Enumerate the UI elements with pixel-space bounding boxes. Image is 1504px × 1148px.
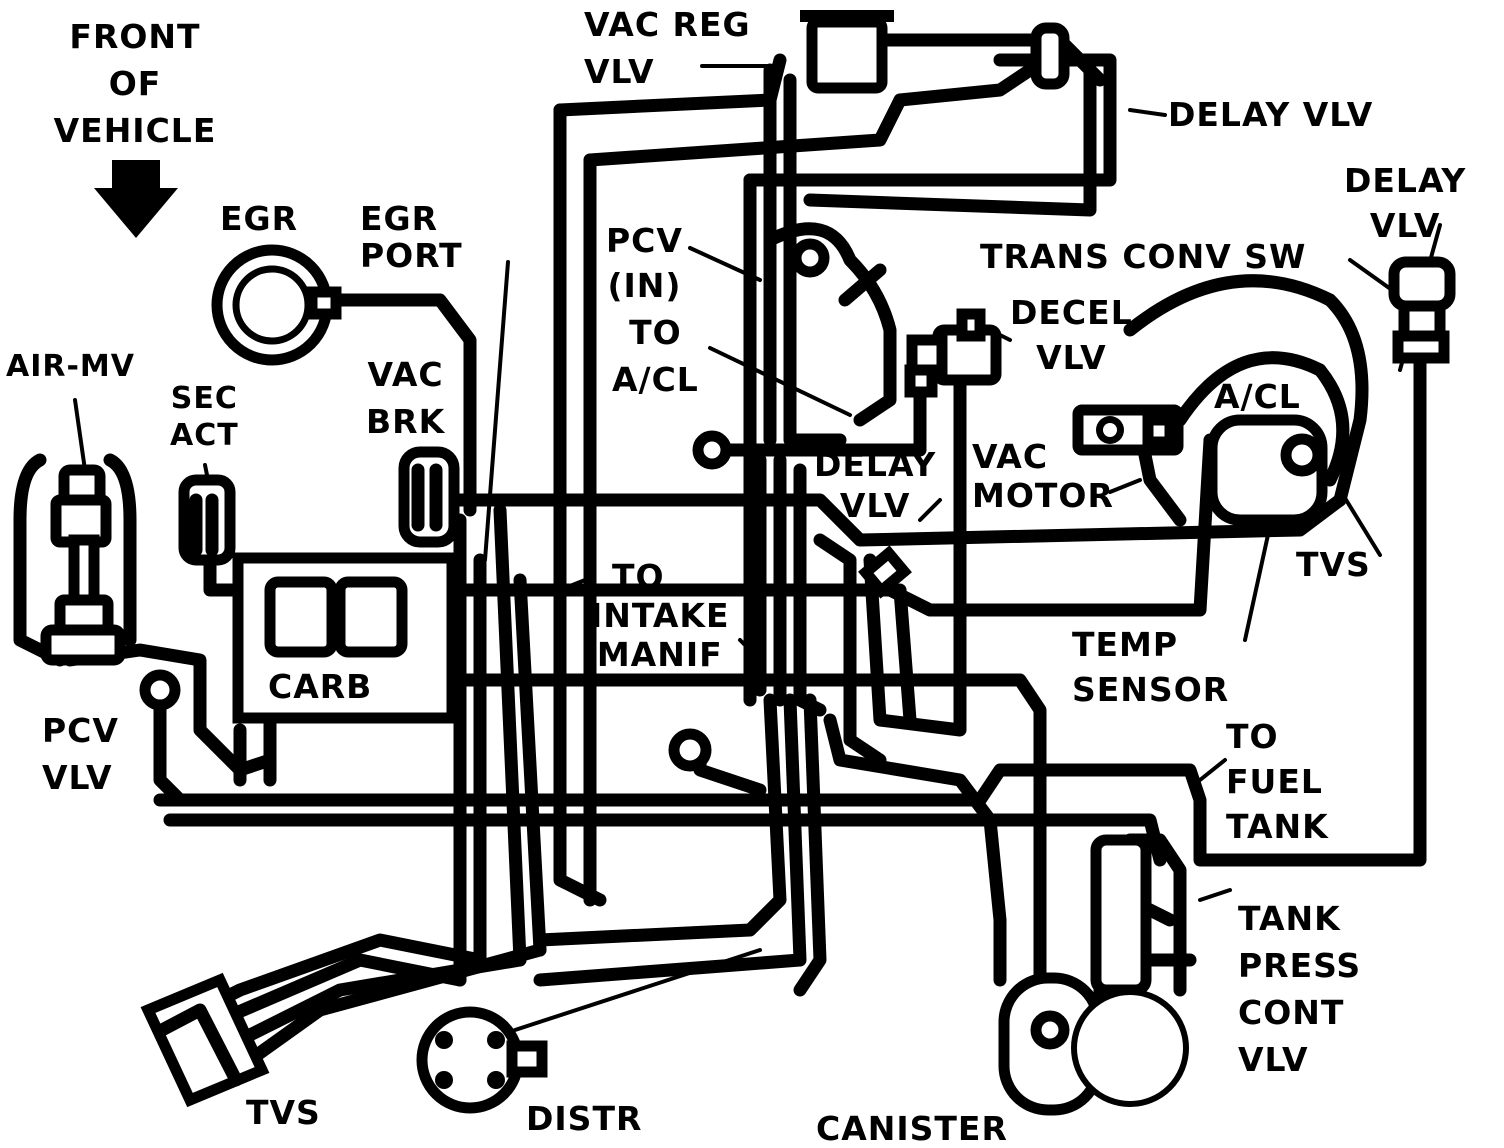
down-arrow-icon xyxy=(94,160,178,238)
trans-conv-sw-label: TRANS CONV SW xyxy=(980,237,1307,276)
air-management-valve xyxy=(13,453,137,667)
distr-label: DISTR xyxy=(526,1099,643,1138)
delay-vlv-mid-label: DELAY VLV xyxy=(814,445,937,525)
vac-motor-label: VAC MOTOR xyxy=(972,437,1114,515)
delay-valve-top xyxy=(1030,22,1070,90)
canister-label: CANISTER xyxy=(816,1109,1008,1148)
decel-vlv-label: DECEL VLV xyxy=(1010,293,1133,377)
tank-press-cont-vlv-label: TANK PRESS CONT VLV xyxy=(1238,899,1362,1079)
sec-act-label: SEC ACT xyxy=(170,381,239,453)
egr-label: EGR xyxy=(220,199,299,238)
vac-reg-valve xyxy=(800,10,894,94)
vacuum-break xyxy=(398,446,460,548)
air-mv-label: AIR-MV xyxy=(6,349,136,384)
tvs-right-label: TVS xyxy=(1296,545,1371,584)
pcv-valve xyxy=(139,669,181,711)
egr-valve xyxy=(211,244,342,366)
delay-vlv-right-label: DELAY VLV xyxy=(1344,161,1467,245)
to-intake-manif-label: TO INTAKE MANIF xyxy=(590,557,730,674)
acl-label: A/CL xyxy=(1214,377,1301,416)
front-of-vehicle-label: FRONT OF VEHICLE xyxy=(53,17,217,150)
to-acl-label: TO A/CL xyxy=(612,313,699,399)
egr-port-label: EGR PORT xyxy=(360,199,463,275)
tvs-bottom-label: TVS xyxy=(246,1093,321,1132)
distributor xyxy=(416,1006,548,1114)
secondary-actuator xyxy=(178,474,236,566)
delay-vlv-top-label: DELAY VLV xyxy=(1168,95,1374,134)
pcv-in-fitting xyxy=(763,222,897,427)
carb-fittings xyxy=(668,430,912,772)
carburetor xyxy=(232,552,458,724)
pcv-vlv-label: PCV VLV xyxy=(42,711,119,797)
carb-label: CARB xyxy=(268,667,373,706)
air-cleaner-unit xyxy=(1206,414,1328,526)
temp-sensor-label: TEMP SENSOR xyxy=(1072,625,1230,709)
charcoal-canister xyxy=(998,972,1189,1116)
vac-brk-label: VAC BRK xyxy=(366,355,446,441)
to-fuel-tank-label: TO FUEL TANK xyxy=(1226,717,1329,846)
hose-network xyxy=(63,33,1427,1067)
vac-reg-vlv-label: VAC REG VLV xyxy=(584,5,751,91)
leader-lines xyxy=(73,64,1442,1032)
decel-valve xyxy=(904,308,1002,398)
trans-conv-switch-fitting xyxy=(1072,404,1184,456)
pcv-in-label: PCV (IN) xyxy=(606,221,683,305)
thermal-vacuum-switch-bottom xyxy=(140,972,270,1108)
delay-valve-right xyxy=(1388,256,1456,364)
